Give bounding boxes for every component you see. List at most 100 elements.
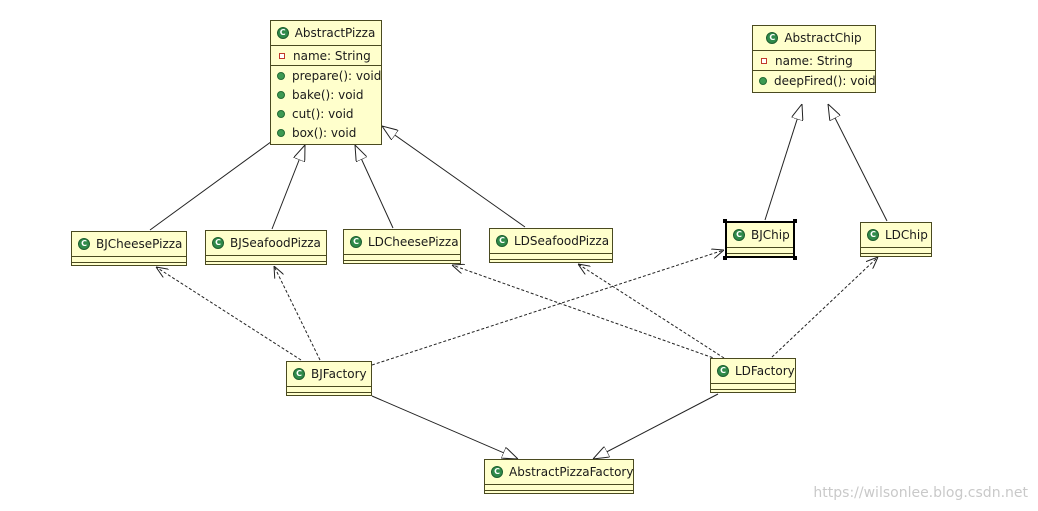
class-header: C AbstractPizza — [271, 21, 381, 45]
method-row[interactable]: deepFired(): void — [753, 71, 876, 90]
compartment-divider — [344, 254, 460, 255]
class-name: AbstractPizza — [294, 26, 376, 40]
compartment-divider — [271, 45, 381, 46]
generalization-edge-bj-cheese-pizza-to-abstract-pizza[interactable] — [149, 128, 290, 231]
class-abstract-chip[interactable]: C AbstractChip name: String deepFired():… — [752, 25, 876, 93]
generalization-edge-ld-cheese-pizza-to-abstract-pizza[interactable] — [355, 145, 394, 229]
class-bj-factory[interactable]: C BJFactory — [286, 361, 372, 396]
class-bj-chip[interactable]: C BJChip — [725, 221, 795, 258]
class-icon: C — [78, 238, 90, 250]
dependency-edge-bj-factory-to-bj-seafood-pizza[interactable] — [274, 266, 321, 361]
dependency-edge-ld-factory-to-ld-seafood-pizza[interactable] — [578, 264, 725, 359]
compartment-divider — [753, 50, 875, 51]
public-method-icon — [277, 109, 285, 118]
class-icon: C — [867, 229, 879, 241]
compartment-divider — [344, 260, 460, 261]
generalization-edge-bj-chip-to-abstract-chip[interactable] — [764, 104, 802, 221]
class-icon: C — [276, 27, 289, 39]
class-bj-cheese-pizza[interactable]: C BJCheesePizza — [71, 231, 187, 266]
selection-handle[interactable] — [793, 256, 797, 260]
compartment-divider — [485, 490, 633, 491]
class-header: C BJFactory — [287, 362, 371, 386]
private-field-icon — [761, 57, 767, 64]
compartment-divider — [861, 247, 931, 248]
watermark: https://wilsonlee.blog.csdn.net — [813, 485, 1028, 501]
class-icon: C — [293, 368, 305, 380]
compartment-divider — [271, 65, 381, 66]
generalization-edge-ld-seafood-pizza-to-abstract-pizza[interactable] — [382, 126, 526, 228]
compartment-divider — [485, 484, 633, 485]
class-header: C LDChip — [861, 223, 931, 247]
compartment-divider — [753, 70, 875, 71]
method-label: box(): void — [292, 125, 357, 140]
method-label: cut(): void — [292, 106, 354, 121]
public-method-icon — [277, 90, 285, 99]
class-header: C LDCheesePizza — [344, 230, 460, 254]
class-icon: C — [350, 236, 362, 248]
class-name: BJSeafoodPizza — [230, 236, 321, 250]
class-name: BJChip — [751, 228, 790, 242]
public-method-icon — [759, 76, 767, 85]
class-header: C BJChip — [727, 223, 793, 247]
class-header: C BJCheesePizza — [72, 232, 186, 256]
dependency-edge-bj-factory-to-bj-chip[interactable] — [371, 250, 724, 366]
class-header: C BJSeafoodPizza — [206, 231, 326, 255]
generalization-edge-ld-chip-to-abstract-chip[interactable] — [828, 104, 888, 222]
class-icon: C — [766, 32, 779, 44]
compartment-divider — [72, 256, 186, 257]
class-icon: C — [717, 365, 729, 377]
generalization-edge-bj-seafood-pizza-to-abstract-pizza[interactable] — [271, 145, 305, 230]
class-abstract-pizza[interactable]: C AbstractPizza name: String prepare(): … — [270, 20, 382, 145]
class-ld-chip[interactable]: C LDChip — [860, 222, 932, 257]
public-method-icon — [277, 71, 285, 80]
selection-handle[interactable] — [723, 256, 727, 260]
class-header: C AbstractPizzaFactory — [485, 460, 633, 484]
class-name: LDChip — [885, 228, 928, 242]
compartment-divider — [490, 253, 612, 254]
public-method-icon — [277, 128, 285, 137]
class-header: C LDSeafoodPizza — [490, 229, 612, 253]
attribute-row[interactable]: name: String — [753, 51, 875, 70]
class-name: AbstractPizzaFactory — [509, 465, 634, 479]
private-field-icon — [279, 52, 285, 59]
dependency-edge-ld-factory-to-ld-chip[interactable] — [771, 257, 878, 358]
compartment-divider — [206, 255, 326, 256]
compartment-divider — [287, 392, 371, 393]
method-row[interactable]: cut(): void — [271, 104, 381, 123]
class-name: LDCheesePizza — [368, 235, 459, 249]
class-header: C AbstractChip — [753, 26, 875, 50]
selection-handle[interactable] — [723, 219, 727, 223]
compartment-divider — [206, 261, 326, 262]
attribute-row[interactable]: name: String — [271, 46, 381, 65]
dependency-edge-bj-factory-to-bj-cheese-pizza[interactable] — [156, 267, 302, 361]
class-icon: C — [212, 237, 224, 249]
class-name: AbstractChip — [784, 31, 862, 45]
compartment-divider — [490, 259, 612, 260]
method-label: bake(): void — [292, 87, 364, 102]
class-ld-cheese-pizza[interactable]: C LDCheesePizza — [343, 229, 461, 264]
class-bj-seafood-pizza[interactable]: C BJSeafoodPizza — [205, 230, 327, 265]
class-icon: C — [733, 229, 745, 241]
class-ld-factory[interactable]: C LDFactory — [710, 358, 796, 393]
attribute-label: name: String — [293, 48, 371, 63]
selection-handle[interactable] — [793, 219, 797, 223]
class-name: BJFactory — [311, 367, 367, 381]
compartment-divider — [287, 386, 371, 387]
method-row[interactable]: bake(): void — [271, 85, 381, 104]
compartment-divider — [711, 383, 795, 384]
compartment-divider — [727, 247, 793, 248]
method-row[interactable]: prepare(): void — [271, 66, 381, 85]
class-abstract-pizza-factory[interactable]: C AbstractPizzaFactory — [484, 459, 634, 494]
dependency-edge-ld-factory-to-ld-cheese-pizza[interactable] — [452, 265, 723, 362]
method-label: deepFired(): void — [774, 73, 876, 88]
class-icon: C — [491, 466, 503, 478]
class-name: BJCheesePizza — [96, 237, 183, 251]
generalization-edge-bj-factory-to-abstract-pizza-factory[interactable] — [371, 395, 518, 459]
compartment-divider — [711, 389, 795, 390]
method-row[interactable]: box(): void — [271, 123, 381, 142]
class-ld-seafood-pizza[interactable]: C LDSeafoodPizza — [489, 228, 613, 263]
class-icon: C — [496, 235, 508, 247]
compartment-divider — [727, 253, 793, 254]
generalization-edge-ld-factory-to-abstract-pizza-factory[interactable] — [593, 393, 719, 459]
